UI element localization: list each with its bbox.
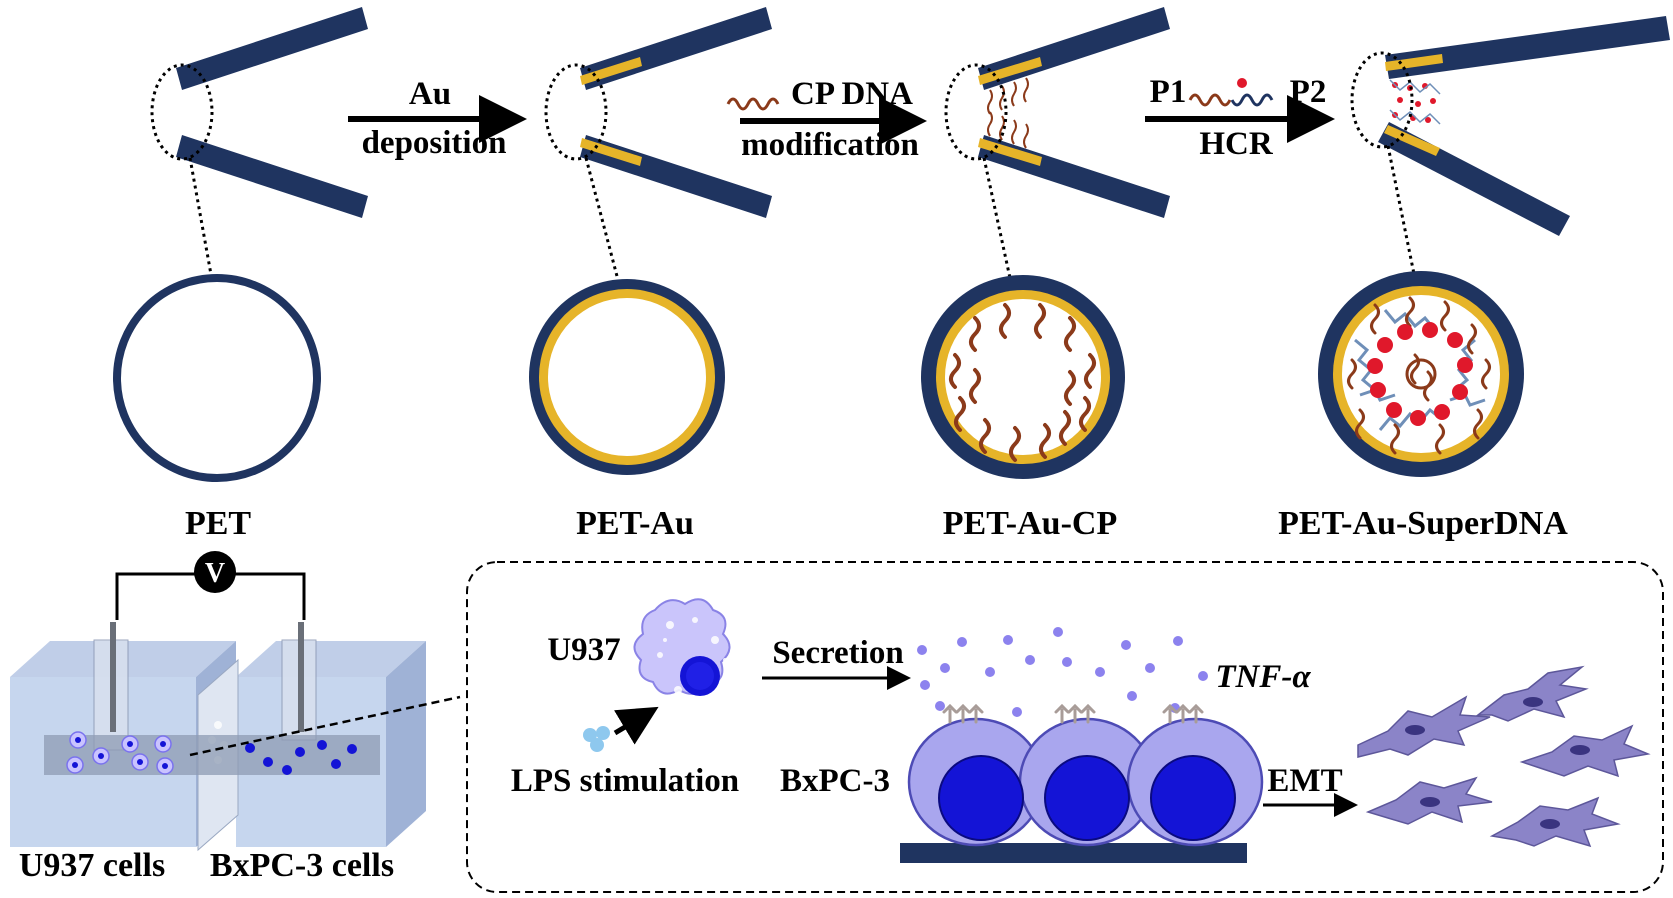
pet-au-superdna-cone-icon bbox=[1350, 16, 1670, 275]
stage-label-pet-au: PET-Au bbox=[576, 505, 694, 542]
tnf-alpha-dots bbox=[917, 627, 1208, 717]
pet-au-cp-cone-icon bbox=[944, 7, 1170, 279]
secretion-arrow: Secretion bbox=[762, 635, 911, 690]
chamber-label-u937: U937 cells bbox=[19, 847, 165, 884]
lps-icon bbox=[583, 706, 659, 752]
hairpin-red-dot-icon bbox=[1237, 78, 1247, 88]
mesenchymal-cell-icon bbox=[1357, 665, 1651, 848]
inset-label-secretion: Secretion bbox=[772, 635, 903, 671]
macrophage-icon bbox=[633, 598, 731, 696]
cancer-cell-icon bbox=[900, 703, 1264, 863]
pet-au-superdna-cross-section-icon bbox=[1318, 271, 1524, 477]
mesenchymal-nuclei bbox=[1405, 697, 1590, 829]
stage-label-pet-au-cp: PET-Au-CP bbox=[943, 505, 1117, 542]
step-arrow-cp-dna: CP DNA modification bbox=[726, 76, 927, 163]
pet-cross-section-icon bbox=[113, 274, 321, 482]
step-label-deposition: deposition bbox=[362, 125, 507, 161]
pet-au-cross-section-icon bbox=[529, 279, 725, 475]
inset-label-u937: U937 bbox=[547, 632, 620, 668]
stage-label-pet-au-superdna: PET-Au-SuperDNA bbox=[1278, 505, 1568, 542]
step-arrow-au-deposition: Au deposition bbox=[348, 76, 527, 161]
pet-cone-icon bbox=[150, 7, 368, 281]
emt-arrow: EMT bbox=[1263, 763, 1358, 817]
inset-label-bxpc3: BxPC-3 bbox=[780, 763, 890, 799]
inset-label-emt: EMT bbox=[1267, 763, 1342, 799]
step-label-modification: modification bbox=[741, 127, 919, 163]
step-label-p1: P1 bbox=[1150, 74, 1187, 110]
stage-label-pet: PET bbox=[185, 505, 251, 542]
step-label-cp-dna: CP DNA bbox=[791, 76, 913, 112]
step-label-au: Au bbox=[409, 76, 451, 112]
voltmeter-symbol: V bbox=[205, 558, 225, 589]
step-label-p2: P2 bbox=[1290, 74, 1327, 110]
inset-label-tnf: TNF-α bbox=[1215, 659, 1311, 695]
inset-panel bbox=[466, 561, 1664, 893]
chamber-label-bxpc3: BxPC-3 cells bbox=[210, 847, 394, 884]
voltmeter-icon: V bbox=[115, 551, 306, 620]
cell-chamber-setup bbox=[10, 622, 461, 852]
inset-label-lps: LPS stimulation bbox=[511, 763, 739, 799]
pet-au-cone-icon bbox=[544, 7, 772, 281]
step-arrow-hcr: P1 P2 HCR bbox=[1145, 74, 1335, 162]
pet-au-cp-cross-section-icon bbox=[921, 275, 1125, 479]
step-label-hcr: HCR bbox=[1199, 126, 1274, 162]
